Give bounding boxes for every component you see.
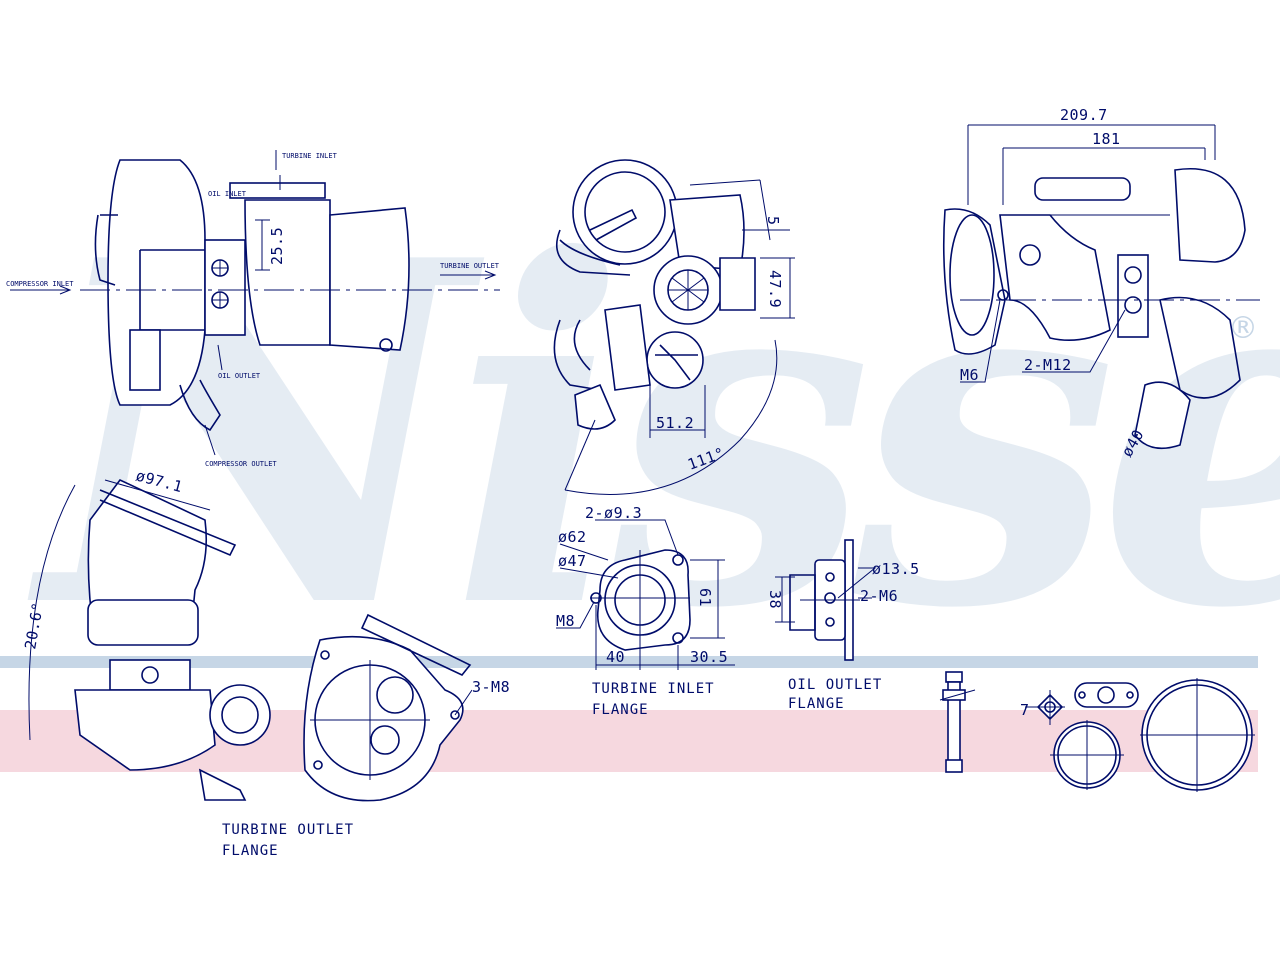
label-inlet-dia-outer: ø62 (558, 528, 587, 546)
dim-inner: 181 (1092, 130, 1121, 148)
dim-right: 47.9 (766, 270, 784, 308)
label-oil-thread: 2-M6 (860, 587, 898, 605)
turbine-inlet-flange: 2-ø9.3 ø62 ø47 M8 61 40 30.5 TURBINE INL… (556, 504, 735, 718)
dim-inlet-height: 61 (696, 588, 714, 607)
dim-top: 5 (764, 216, 782, 226)
label-small-7: 7 (1020, 701, 1030, 719)
small-label-compressor-outlet: COMPRESSOR OUTLET (205, 460, 277, 468)
small-parts: 7 (939, 671, 1255, 792)
label-2m12: 2-M12 (1024, 356, 1072, 374)
small-label-oil-outlet: OIL OUTLET (218, 372, 261, 380)
label-inlet-holes: 2-ø9.3 (585, 504, 642, 522)
view-center: 5 47.9 51.2 111° (553, 159, 795, 495)
dim-oil-height: 38 (766, 590, 784, 609)
label-inlet-thread: M8 (556, 612, 575, 630)
caption-turbine-inlet-line2: FLANGE (592, 702, 649, 718)
label-oil-dia: ø13.5 (872, 560, 920, 578)
caption-turbine-outlet-line2: FLANGE (222, 843, 279, 859)
small-label-compressor-inlet: COMPRESSOR INLET (6, 280, 74, 288)
dim-bottom: 51.2 (656, 414, 694, 432)
caption-turbine-outlet-line1: TURBINE OUTLET (222, 822, 354, 838)
label-m6: M6 (960, 366, 979, 384)
view-right: 209.7 181 M6 2-M12 ø40 (942, 106, 1260, 460)
caption-oil-outlet-line2: FLANGE (788, 696, 845, 712)
view-left: 25.5 TURBINE INLET COMPRESSOR INLET TURB… (6, 150, 500, 468)
label-inlet-dia-inner: ø47 (558, 552, 587, 570)
small-label-turbine-inlet: TURBINE INLET (282, 152, 338, 160)
dim-inlet-right: 30.5 (690, 648, 728, 666)
dim-overall: 209.7 (1060, 106, 1108, 124)
small-label-turbine-outlet: TURBINE OUTLET (440, 262, 500, 270)
dim-flange-height: 25.5 (268, 227, 286, 265)
label-outlet-thread: 3-M8 (472, 678, 510, 696)
caption-oil-outlet-line1: OIL OUTLET (788, 677, 882, 693)
oil-outlet-flange: ø13.5 2-M6 38 OIL OUTLET FLANGE (766, 539, 920, 712)
small-label-oil-inlet: OIL INLET (208, 190, 247, 198)
caption-turbine-inlet-line1: TURBINE INLET (592, 681, 715, 697)
registered-mark: ® (1228, 311, 1258, 346)
dim-inlet-left: 40 (606, 648, 625, 666)
